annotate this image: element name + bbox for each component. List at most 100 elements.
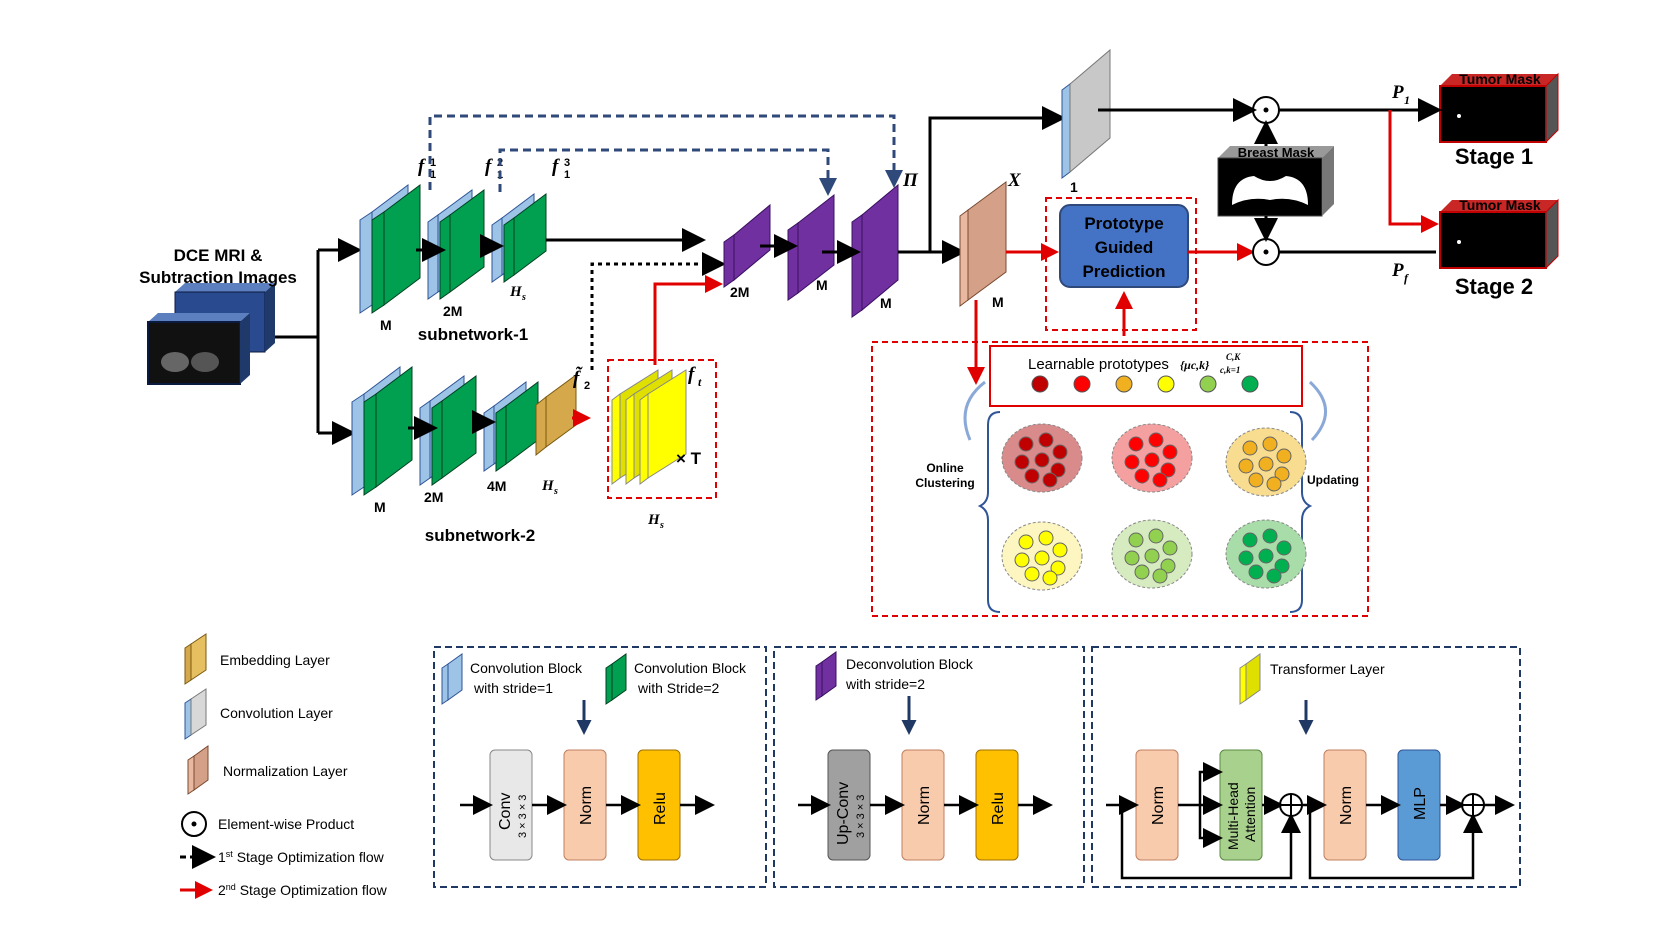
cluster [1111, 519, 1193, 589]
prototype-dot [1157, 375, 1175, 393]
prototype-dot [1073, 375, 1091, 393]
prototype-notation: {μc,k} [1180, 358, 1210, 372]
subnetwork2-label: subnetwork-2 [425, 526, 536, 545]
prediction-dashed-box [1045, 197, 1197, 331]
conv-box-label: Conv [497, 793, 514, 830]
tumor-mask-2 [1439, 198, 1559, 270]
cluster [1001, 423, 1083, 493]
f11-sub: 1 [430, 169, 436, 181]
f13-label: f [552, 156, 560, 177]
deconv-block-panel [773, 646, 1085, 888]
relu-box-1-label: Relu [652, 792, 669, 825]
prototype-notation-sub: c,k=1 [1220, 365, 1240, 375]
sub2-scale-3: 4M [487, 478, 506, 494]
x-label: X [1007, 170, 1022, 191]
panel-deconv-swatch [815, 651, 837, 701]
upconv-box-label: Up-Conv [835, 782, 852, 845]
sub1-scale-3: H [509, 284, 523, 300]
pf-sub: f [1404, 271, 1409, 285]
legend-norm: Normalization Layer [223, 763, 348, 779]
dec-scale-2: M [816, 277, 828, 293]
transformer-block-panel [1091, 646, 1521, 888]
tf-mha-label-1: Multi-Head [1225, 782, 1241, 850]
decoder-block-1 [723, 203, 771, 288]
subnet1-block-1 [359, 184, 421, 314]
subnet2-block-2 [419, 375, 477, 486]
stage1-label: Stage 1 [1455, 144, 1533, 169]
panel-conv2-swatch [605, 653, 627, 705]
prototype-dot [1031, 375, 1049, 393]
norm-box-1-label: Norm [578, 786, 595, 825]
subnetwork1-label: subnetwork-1 [418, 325, 529, 344]
f2-tilde-sub: 2 [584, 380, 590, 392]
legend-embedding-swatch [184, 633, 207, 685]
f11-label: f [418, 156, 426, 177]
subnet1-block-3 [491, 193, 547, 283]
tumor-mask-1-label: Tumor Mask [1459, 71, 1541, 87]
breast-mask-label: Breast Mask [1238, 145, 1315, 160]
stage2-label: Stage 2 [1455, 274, 1533, 299]
tumor-mask-2-label: Tumor Mask [1459, 197, 1541, 213]
sub2-hs-sub: s [553, 486, 558, 497]
prototype-dot [1199, 375, 1217, 393]
legend-norm-swatch [187, 745, 209, 795]
transformer-hs: H [647, 512, 661, 528]
legend-conv: Convolution Layer [220, 705, 333, 721]
tf-mha-label-2: Attention [1242, 787, 1258, 842]
transformer-layer-label: Transformer Layer [1270, 661, 1385, 677]
online-label: Online [926, 461, 964, 475]
f13-super: 3 [564, 157, 570, 169]
pi-label: Π [902, 170, 919, 191]
prototype-dots [1031, 375, 1259, 393]
prototype-header [989, 345, 1303, 407]
tumor-mask-1 [1439, 72, 1559, 144]
online-clustering-arrow [963, 380, 986, 441]
p1-label: P [1391, 82, 1404, 103]
panel-conv1-swatch [441, 653, 463, 705]
sub2-scale-1: M [374, 499, 386, 515]
right-brace [1289, 411, 1313, 613]
legend-stage1-flow: 1st Stage Optimization flow [218, 849, 385, 865]
prediction-line-3: Prediction [1082, 262, 1165, 281]
gray-conv-1 [1061, 48, 1111, 179]
legend-embedding: Embedding Layer [220, 652, 330, 668]
conv-box-size: 3 × 3 × 3 [517, 795, 529, 838]
norm-layer-x [959, 181, 1007, 307]
input-title-1: DCE MRI & [174, 246, 263, 265]
deconv-label-a: Deconvolution Block [846, 656, 974, 672]
ft-sub: t [698, 375, 702, 389]
pf-label: P [1391, 260, 1404, 281]
f11-super: 1 [430, 157, 436, 169]
cluster-group [1001, 423, 1307, 591]
conv-block-panel [433, 646, 767, 888]
conv1-label-b: with stride=1 [473, 680, 553, 696]
upconv-box-size: 3 × 3 × 3 [855, 795, 867, 838]
norm-box-2-label: Norm [916, 786, 933, 825]
ft-label: f [688, 364, 696, 385]
breast-mask [1217, 146, 1334, 217]
legend-conv-swatch [184, 688, 207, 740]
dec-scale-3: M [880, 295, 892, 311]
sub1-hs-sub: s [521, 292, 526, 303]
legend-element-wise: Element-wise Product [218, 816, 354, 832]
f13-sub: 1 [564, 169, 570, 181]
sub1-scale-1: M [380, 317, 392, 333]
updating-label: Updating [1307, 473, 1359, 487]
transformer-hs-sub: s [659, 520, 664, 531]
conv2-label-b: with Stride=2 [637, 680, 720, 696]
conv2-label-a: Convolution Block [634, 660, 747, 676]
repeat-label: × T [676, 449, 702, 468]
left-brace [977, 411, 1001, 613]
tf-mlp-label: MLP [1412, 787, 1429, 820]
prototypes-title: Learnable prototypes [1028, 356, 1169, 373]
sub1-scale-2: 2M [443, 303, 462, 319]
sub2-scale-2: 2M [424, 489, 443, 505]
clustering-label: Clustering [915, 476, 974, 490]
prototype-dot [1241, 375, 1259, 393]
conv1-label-a: Convolution Block [470, 660, 583, 676]
updating-arrow [1308, 380, 1327, 442]
prototype-guided-prediction [1059, 204, 1189, 288]
tf-norm-2-label: Norm [1338, 786, 1355, 825]
subnet2-block-1 [351, 366, 413, 496]
